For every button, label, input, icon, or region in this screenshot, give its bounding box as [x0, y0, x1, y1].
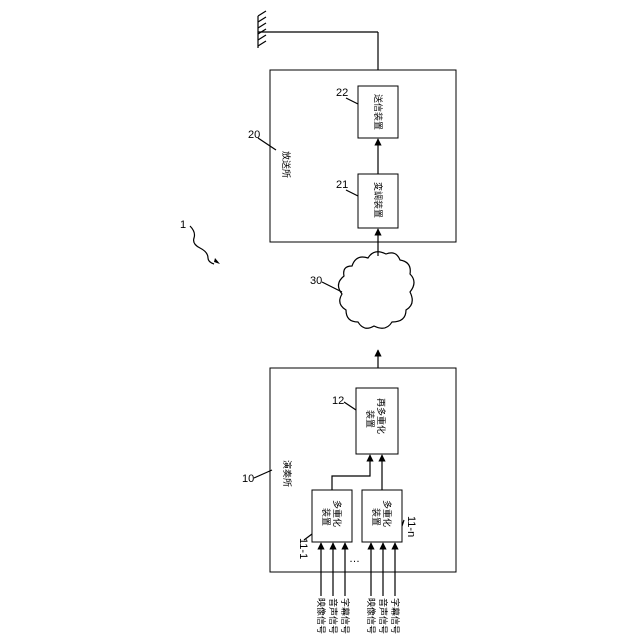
remultiplexer-ref: 12 [332, 395, 344, 407]
input-label-g2-video: 映像信号 [365, 598, 377, 634]
input-label-g2-audio: 音声信号 [377, 598, 389, 634]
transmitter-ref: 22 [336, 87, 348, 99]
mux-ellipsis: … [349, 553, 360, 565]
modulator-ref: 21 [336, 179, 348, 191]
input-label-g1-subtitle: 字幕信号 [339, 598, 351, 634]
transmitter-label: 送信装置 [372, 94, 384, 130]
antenna-symbol [258, 11, 378, 48]
system-ref: 1 [180, 219, 186, 231]
multiplexer-1-label-line1: 多重化 [331, 500, 343, 527]
venue-leader [254, 470, 272, 478]
system-ref-squiggle [190, 226, 214, 264]
input-label-g2-subtitle: 字幕信号 [389, 598, 401, 634]
remultiplexer-label-line2: 装置 [364, 410, 376, 428]
broadcast-station-ref: 20 [248, 129, 260, 141]
multiplexer-n-label-line2: 装置 [370, 508, 382, 526]
remultiplexer-label-line1: 再多重化 [375, 398, 387, 434]
input-label-g1-audio: 音声信号 [327, 598, 339, 634]
multiplexer-n-label-line1: 多重化 [381, 500, 393, 527]
multiplexer-n-ref: 11-n [405, 516, 417, 537]
venue-ref: 10 [242, 473, 254, 485]
network-cloud [338, 252, 414, 329]
input-label-g1-video: 映像信号 [315, 598, 327, 634]
multiplexer-1-ref: 11-1 [297, 538, 309, 559]
network-ref: 30 [310, 275, 322, 287]
broadcast-station-label: 放送所 [280, 151, 292, 178]
multiplexer-1-label-line2: 装置 [320, 508, 332, 526]
system-ref-arrowhead [214, 258, 220, 264]
venue-label: 演奏所 [281, 460, 293, 487]
modulator-label: 変調装置 [372, 182, 384, 218]
